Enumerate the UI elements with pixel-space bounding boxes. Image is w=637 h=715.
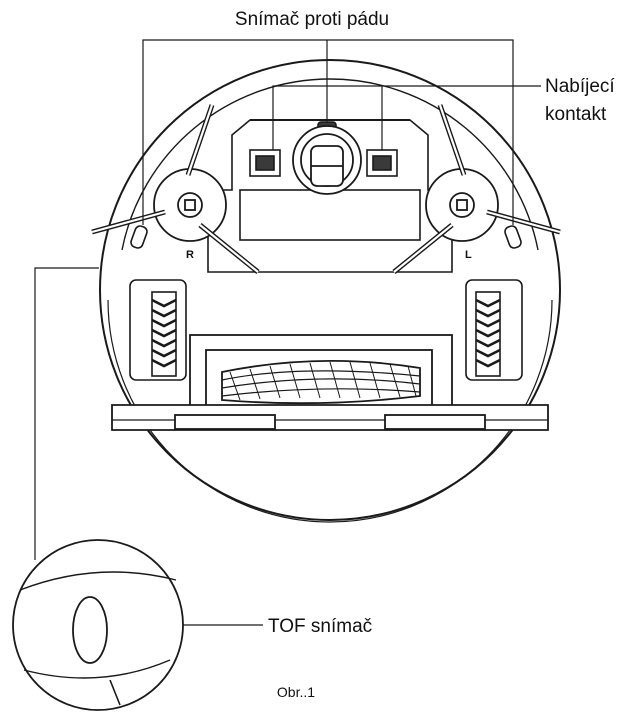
- tof-sensor-inset: [12, 539, 184, 711]
- cliff-sensor-right: [366, 149, 398, 177]
- rear-dustbin-panel: [111, 404, 549, 431]
- drive-wheel-right: [465, 279, 523, 381]
- charging-contact-left: [130, 225, 148, 249]
- charging-contact-label-line2: kontakt: [545, 104, 607, 125]
- drive-wheel-left: [129, 279, 187, 381]
- side-brush-right: [91, 104, 260, 274]
- brush-left-marker: L: [465, 249, 472, 261]
- brush-right-marker: R: [186, 249, 194, 261]
- charging-contact-label-line1: Nabíjecí: [545, 76, 615, 97]
- side-brush-left: [392, 104, 561, 274]
- main-brush-compartment: [189, 334, 453, 414]
- front-caster-wheel: [292, 125, 362, 195]
- figure-caption: Obr..1: [277, 684, 315, 700]
- tof-sensor-label: TOF snímač: [268, 616, 372, 637]
- cliff-sensor-left: [249, 149, 281, 177]
- charging-contact-right: [504, 225, 522, 249]
- cliff-sensor-label: Snímač proti pádu: [235, 9, 389, 30]
- callout-lines: [34, 39, 541, 626]
